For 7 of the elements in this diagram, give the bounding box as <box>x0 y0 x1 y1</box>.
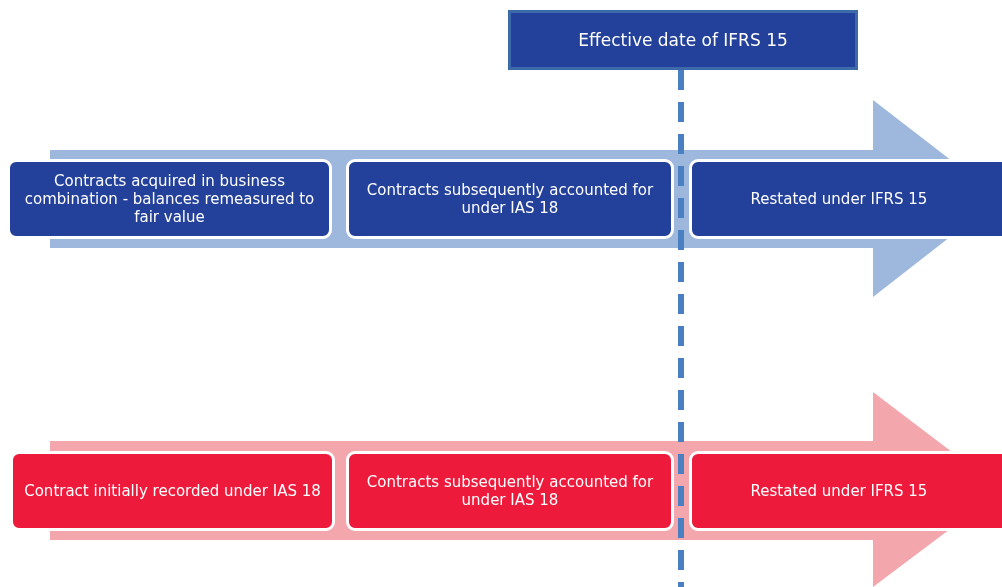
stage-box: Contract initially recorded under IAS 18 <box>10 451 335 531</box>
stage-box: Contracts acquired in business combination - balances remeasured to fair value <box>7 159 332 239</box>
stage-box: Contracts subsequently accounted for under IAS 18 <box>346 451 674 531</box>
stage-box: Contracts subsequently accounted for under IAS 18 <box>346 159 674 239</box>
stage-box: Restated under IFRS 15 <box>689 451 1002 531</box>
date-marker-box: Effective date of IFRS 15 <box>508 10 858 70</box>
stage-box: Restated under IFRS 15 <box>689 159 1002 239</box>
